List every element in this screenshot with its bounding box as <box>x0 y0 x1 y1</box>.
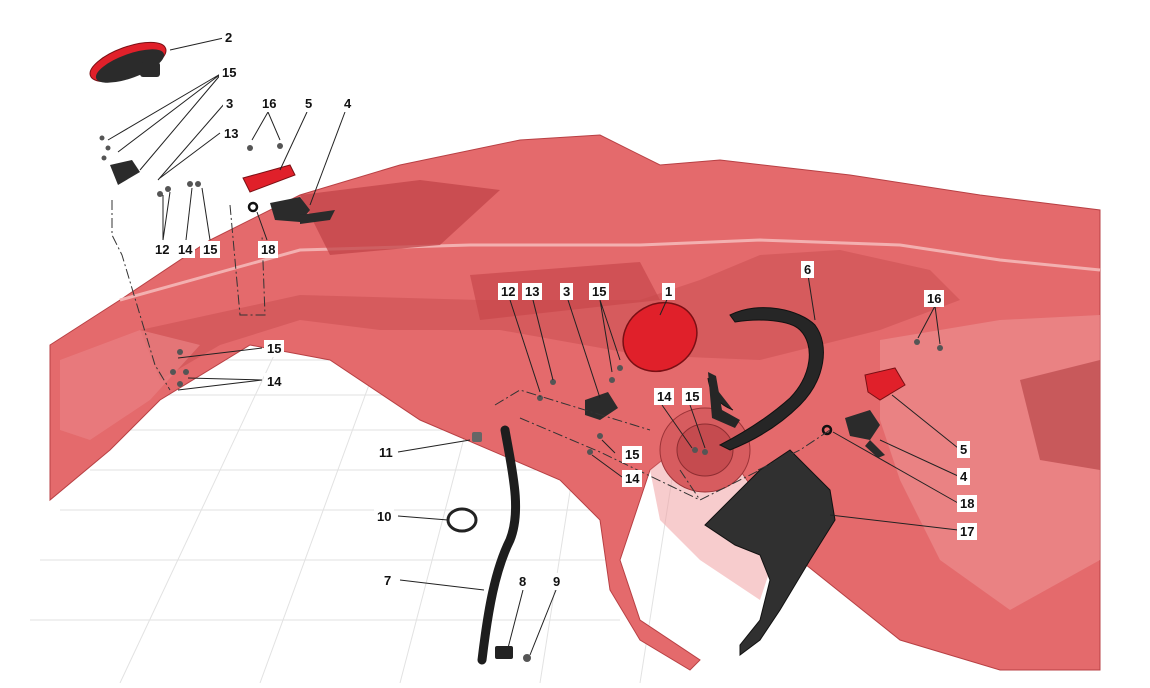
carbon-panel-icon <box>704 449 836 656</box>
callout-4: 4 <box>341 95 355 112</box>
callout-12: 12 <box>152 241 173 258</box>
seal-segment <box>708 372 740 428</box>
callout-15: 15 <box>219 64 240 81</box>
callout-9: 9 <box>550 573 564 590</box>
callout-5: 5 <box>957 441 971 458</box>
callout-6: 6 <box>801 261 815 278</box>
grommet-icon <box>472 432 482 442</box>
callout-12: 12 <box>498 283 519 300</box>
clip-icon <box>495 646 513 659</box>
callout-3: 3 <box>223 95 237 112</box>
callout-14: 14 <box>175 241 196 258</box>
screw-icon <box>523 654 531 662</box>
leader-lines <box>107 36 959 656</box>
callout-4: 4 <box>957 468 971 485</box>
o-ring-icon <box>247 201 259 213</box>
callout-7: 7 <box>381 572 395 589</box>
callout-14: 14 <box>654 388 675 405</box>
callout-1: 1 <box>662 283 676 300</box>
hose-clamp-icon <box>446 507 478 533</box>
callout-14: 14 <box>622 470 643 487</box>
callout-15: 15 <box>622 446 643 463</box>
callout-17: 17 <box>957 523 978 540</box>
callout-10: 10 <box>374 508 395 525</box>
callout-15: 15 <box>264 340 285 357</box>
callout-13: 13 <box>522 283 543 300</box>
callout-11: 11 <box>376 444 396 461</box>
screw-set-icon <box>99 135 943 455</box>
callout-3: 3 <box>560 283 574 300</box>
callout-18: 18 <box>258 241 279 258</box>
o-ring-icon <box>821 424 833 436</box>
callout-14: 14 <box>264 373 285 390</box>
callout-13: 13 <box>221 125 242 142</box>
fuel-filler-hose-icon <box>477 425 521 665</box>
fuel-door-icon <box>622 301 698 373</box>
rear-body-shell <box>49 134 1101 671</box>
callout-5: 5 <box>302 95 316 112</box>
callout-8: 8 <box>516 573 530 590</box>
callout-15: 15 <box>589 283 610 300</box>
callout-15: 15 <box>682 388 703 405</box>
latch-actuator-icon <box>270 197 885 458</box>
callout-18: 18 <box>957 495 978 512</box>
callout-2: 2 <box>222 29 236 46</box>
actuator-3-icon <box>110 160 618 420</box>
assembly-guide-lines <box>111 200 831 501</box>
callout-16: 16 <box>924 290 945 307</box>
callout-16: 16 <box>259 95 280 112</box>
callout-15: 15 <box>200 241 221 258</box>
bracket-icon <box>242 164 906 401</box>
fuel-door-top-icon <box>89 41 167 83</box>
